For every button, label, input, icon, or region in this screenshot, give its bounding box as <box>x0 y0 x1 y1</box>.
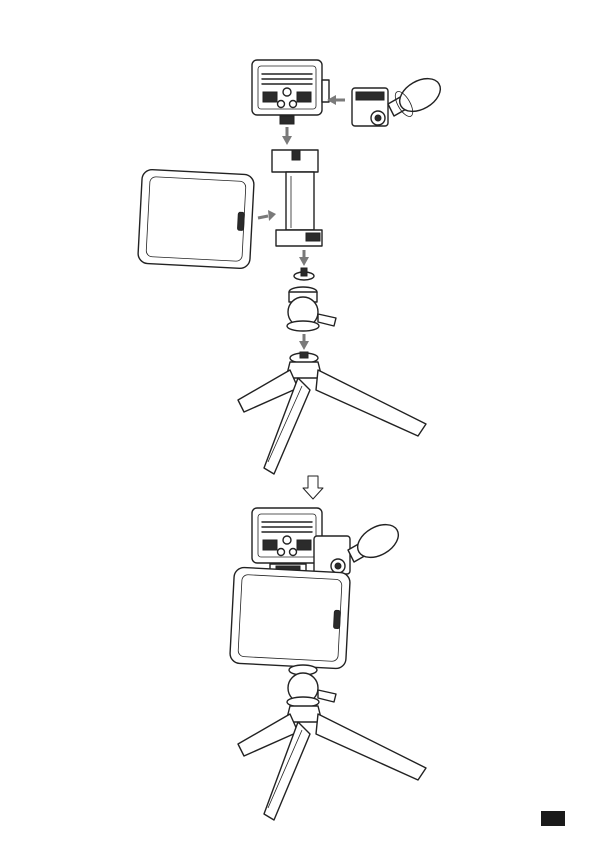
page-marker-block <box>541 811 565 826</box>
ball-head <box>287 287 336 331</box>
assembled-smartphone <box>230 567 351 669</box>
mini-tripod <box>238 352 426 474</box>
arrow-ball-to-tripod <box>299 334 309 350</box>
assembled-microphone <box>314 518 404 574</box>
smartphone <box>138 169 255 269</box>
hollow-down-arrow <box>303 476 323 499</box>
arrow-clamp-to-screw <box>299 250 309 266</box>
arrow-phone-to-clamp <box>258 210 276 221</box>
shotgun-microphone <box>352 72 446 126</box>
arrow-light-to-clamp <box>282 127 292 145</box>
assembled-tripod <box>238 706 426 820</box>
led-light <box>252 60 329 124</box>
assembled-ball-head <box>287 665 336 707</box>
tripod-screw <box>294 268 314 280</box>
phone-clamp <box>272 150 322 246</box>
arrow-mic-to-light <box>327 95 345 105</box>
assembled-led-light <box>252 508 322 563</box>
